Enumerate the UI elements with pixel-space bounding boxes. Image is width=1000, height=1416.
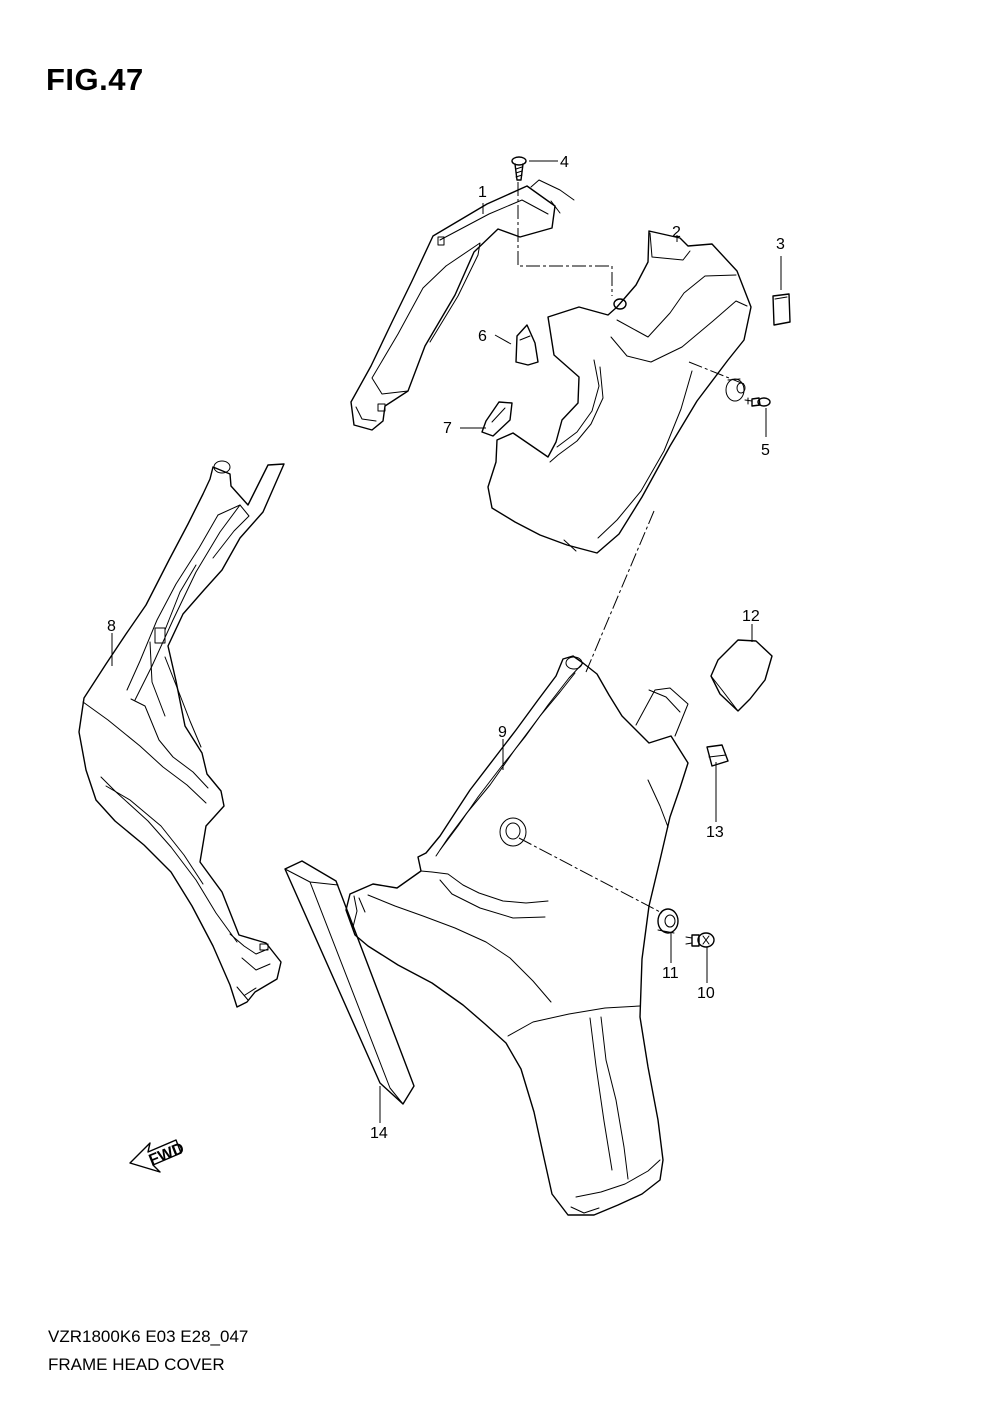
callout-14: 14 xyxy=(370,1125,388,1142)
callout-labels: 1 2 3 4 5 6 7 8 9 10 11 12 13 14 xyxy=(107,154,785,1142)
callout-1: 1 xyxy=(478,184,487,201)
callout-7: 7 xyxy=(443,420,452,437)
callout-5: 5 xyxy=(761,442,770,459)
part-2-upper-cover xyxy=(487,230,752,554)
part-4-screw xyxy=(511,156,527,181)
part-9-frame-head-cover xyxy=(345,655,689,1216)
part-14-seal xyxy=(284,860,415,1105)
part-1-bracket xyxy=(350,179,575,431)
part-13-pad xyxy=(706,744,729,767)
callout-13: 13 xyxy=(706,824,724,841)
callout-9: 9 xyxy=(498,724,507,741)
callout-10: 10 xyxy=(697,985,715,1002)
assembly-lines xyxy=(517,182,745,914)
part-12-cap xyxy=(710,639,773,712)
part-5-screw xyxy=(744,397,771,407)
part-11-grommet xyxy=(657,908,679,934)
callout-2: 2 xyxy=(672,224,681,241)
figure-title: FIG.47 xyxy=(46,62,144,97)
callout-8: 8 xyxy=(107,618,116,635)
part-2-grommet xyxy=(613,298,627,310)
part-3-pad xyxy=(772,293,791,326)
part-10-screw xyxy=(685,932,715,948)
part-8-side-cover xyxy=(78,460,285,1008)
callout-12: 12 xyxy=(742,608,760,625)
leader-lines xyxy=(111,160,782,1123)
part-7-clip xyxy=(481,401,513,437)
figure-name: FRAME HEAD COVER xyxy=(48,1355,225,1374)
figure-code: VZR1800K6 E03 E28_047 xyxy=(48,1327,249,1346)
callout-3: 3 xyxy=(776,236,785,253)
callout-4: 4 xyxy=(560,154,569,171)
callout-11: 11 xyxy=(662,965,679,982)
fwd-arrow-icon: FWD xyxy=(129,1139,187,1173)
callout-6: 6 xyxy=(478,328,487,345)
part-6-clip xyxy=(515,324,539,366)
